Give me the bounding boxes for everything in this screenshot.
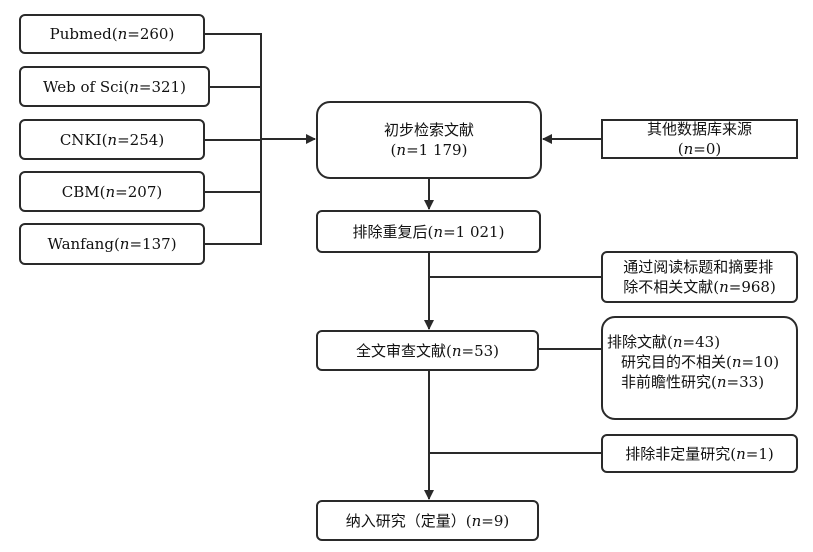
initial-search-box: 初步检索文献 (n=1 179) [316,101,542,179]
initial-search-title: 初步检索文献 [383,121,474,139]
exclude-reason-non-prospective: 非前瞻性研究(n=33) [621,373,765,391]
source-label-cnki: CNKI(n=254) [59,130,165,149]
fulltext-label: 全文审查文献(n=53) [355,341,500,360]
source-box-pubmed: Pubmed(n=260) [19,14,205,54]
exclude-quant-box: 排除非定量研究(n=1) [601,434,798,473]
fulltext-box: 全文审查文献(n=53) [316,330,539,371]
exclude-quant-label: 排除非定量研究(n=1) [625,444,774,463]
source-label-web-of-sci: Web of Sci(n=321) [43,77,186,96]
exclude-reason-irrelevant: 研究目的不相关(n=10) [621,353,780,371]
exclude-abstract-line1: 通过阅读标题和摘要排 [623,258,774,276]
included-label: 纳入研究（定量）(n=9) [345,511,510,530]
other-sources-title: 其他数据库来源 [646,120,752,138]
exclude-abstract-box: 通过阅读标题和摘要排 除不相关文献(n=968) [601,251,798,303]
source-box-web-of-sci: Web of Sci(n=321) [19,66,210,107]
dedup-label: 排除重复后(n=1 021) [352,222,505,241]
initial-search-count: (n=1 179) [390,141,468,159]
source-label-pubmed: Pubmed(n=260) [49,25,175,43]
source-box-cbm: CBM(n=207) [19,171,205,212]
source-label-wanfang: Wanfang(n=137) [47,235,177,253]
source-label-cbm: CBM(n=207) [61,182,163,201]
source-box-cnki: CNKI(n=254) [19,119,205,160]
exclude-abstract-line2: 除不相关文献(n=968) [623,278,776,296]
other-sources-count: (n=0) [677,140,722,158]
exclude-fulltext-box: 排除文献(n=43) 研究目的不相关(n=10) 非前瞻性研究(n=33) [601,316,798,420]
other-sources-box: 其他数据库来源 (n=0) [601,119,798,159]
source-box-wanfang: Wanfang(n=137) [19,223,205,265]
included-box: 纳入研究（定量）(n=9) [316,500,539,541]
dedup-box: 排除重复后(n=1 021) [316,210,541,253]
exclude-fulltext-title: 排除文献(n=43) [607,333,721,351]
